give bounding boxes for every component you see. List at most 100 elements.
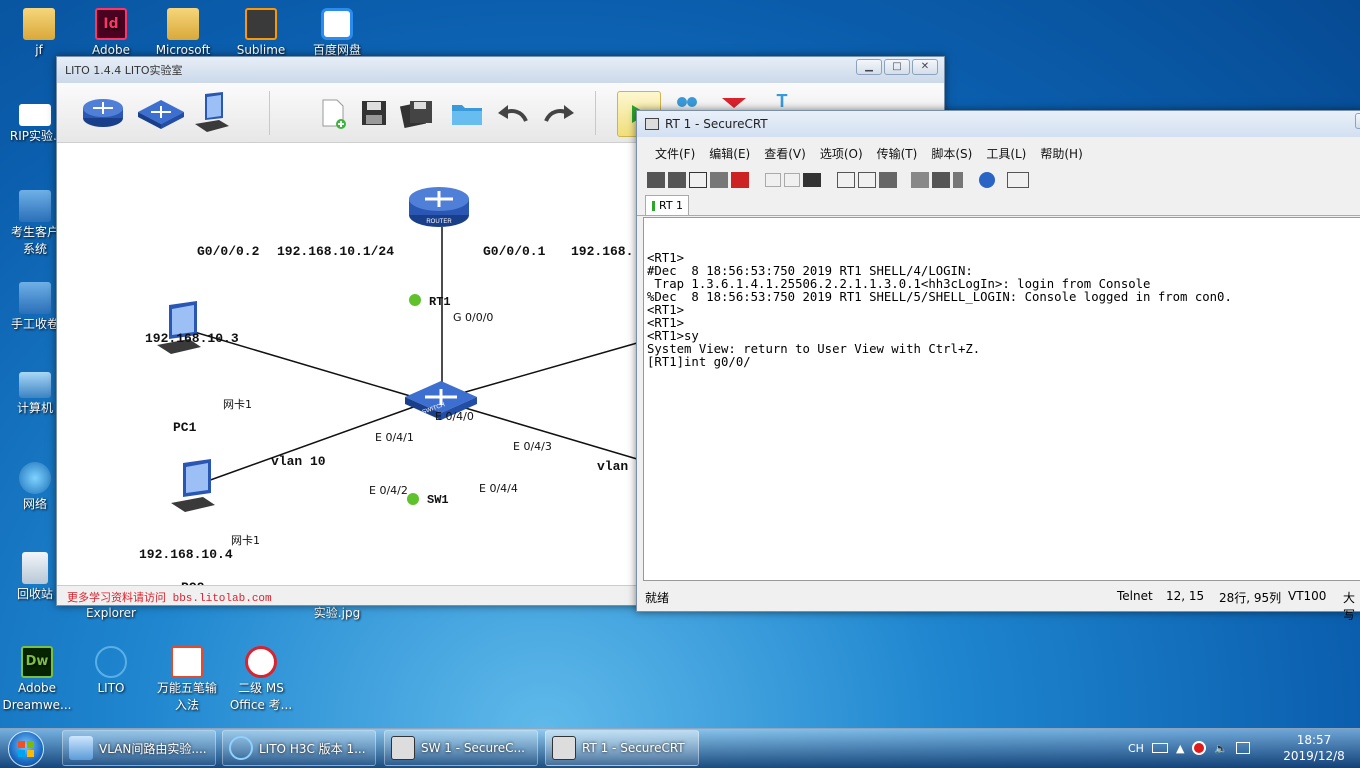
print-icon[interactable] — [858, 172, 876, 188]
print-setup-icon[interactable] — [837, 172, 855, 188]
connect-icon[interactable] — [647, 172, 665, 188]
maximize-button[interactable]: □ — [884, 59, 910, 75]
close-button[interactable]: ✕ — [912, 59, 938, 75]
terminal-output[interactable]: <RT1> #Dec 8 18:56:53:750 2019 RT1 SHELL… — [643, 217, 1360, 581]
add-pc-button[interactable] — [193, 89, 233, 135]
redo-button[interactable] — [539, 93, 579, 133]
taskbar-item-lito[interactable]: LITO H3C 版本 1... — [222, 730, 376, 766]
status-protocol: Telnet — [1117, 589, 1153, 603]
add-switch-button[interactable] — [135, 93, 187, 133]
desktop-icon-explorer[interactable]: Explorer — [86, 606, 136, 620]
router-icon — [83, 99, 123, 127]
crt-titlebar[interactable]: RT 1 - SecureCRT ▁ — [637, 111, 1360, 137]
heart-icon[interactable] — [717, 95, 751, 109]
help-icon[interactable] — [979, 172, 995, 188]
rt1-label: RT1 — [429, 295, 451, 309]
menu-view[interactable]: 查看(V) — [764, 147, 806, 161]
clock-date: 2019/12/8 — [1283, 749, 1345, 763]
desktop-icon-wubi[interactable]: 万能五笔输 入法 — [148, 646, 226, 714]
recycle-bin-icon — [22, 552, 48, 584]
menu-tools[interactable]: 工具(L) — [986, 147, 1027, 161]
tray-expand-icon[interactable]: ▲ — [1175, 741, 1185, 755]
wubi-icon — [171, 646, 203, 678]
lito-titlebar[interactable]: LITO 1.4.4 LITO实验室 ▁ □ ✕ — [57, 57, 944, 83]
network-tray-icon[interactable] — [1236, 742, 1251, 754]
status-ready: 就绪 — [645, 591, 670, 605]
menu-transfer[interactable]: 传输(T) — [876, 147, 918, 161]
desktop-icon-computer[interactable]: 计算机 — [0, 372, 74, 417]
save-button[interactable] — [355, 93, 393, 133]
find-icon[interactable] — [803, 173, 821, 187]
paste-icon[interactable] — [784, 173, 800, 187]
desktop-icon-network[interactable]: 网络 — [0, 462, 74, 513]
securecrt-icon — [391, 736, 415, 760]
taskbar-item-vlan[interactable]: VLAN间路由实验.... — [62, 730, 216, 766]
session-options-icon[interactable] — [911, 172, 929, 188]
desktop-icon-exam-client[interactable]: 考生客户 系统 — [0, 190, 74, 258]
text-tool-icon[interactable]: T — [776, 90, 788, 111]
desktop-icon-jf[interactable]: jf — [0, 8, 78, 59]
keyboard-icon[interactable] — [1151, 743, 1168, 753]
tool-devices-icon[interactable] — [673, 95, 701, 109]
crt-minimize-button[interactable]: ▁ — [1355, 113, 1360, 129]
sw1-status-indicator — [407, 493, 419, 505]
record-icon[interactable] — [1192, 741, 1207, 755]
pc1[interactable] — [155, 299, 205, 359]
open-folder-button[interactable] — [445, 93, 489, 133]
svg-text:ROUTER: ROUTER — [426, 219, 452, 225]
add-router-button[interactable] — [79, 93, 127, 133]
desktop-icon-sublime[interactable]: Sublime — [222, 8, 300, 59]
taskbar-item-rt1[interactable]: RT 1 - SecureCRT — [545, 730, 699, 766]
reconnect-icon[interactable] — [710, 172, 728, 188]
disconnect-icon[interactable] — [731, 172, 749, 188]
router-rt1[interactable]: ROUTER — [407, 183, 471, 229]
minimize-button[interactable]: ▁ — [856, 59, 882, 75]
quick-connect-icon[interactable] — [668, 172, 686, 188]
language-indicator[interactable]: CH — [1128, 741, 1144, 755]
copy-icon[interactable] — [765, 173, 781, 187]
rt1-left-interface: G0/0/0.2 — [197, 244, 260, 259]
dropdown-icon[interactable] — [1007, 172, 1029, 188]
clock[interactable]: 18:57 2019/12/8 — [1280, 732, 1348, 764]
switch-icon — [138, 100, 184, 129]
taskbar-item-sw1[interactable]: SW 1 - SecureC... — [384, 730, 538, 766]
global-options-icon[interactable] — [932, 172, 950, 188]
desktop-icon-ms-office-exam[interactable]: 二级 MS Office 考... — [222, 646, 300, 714]
port-e044: E 0/4/4 — [479, 482, 518, 495]
shortcut-icon — [19, 190, 51, 222]
desktop-icon-collect[interactable]: 手工收卷 — [0, 282, 74, 333]
printer-icon[interactable] — [879, 172, 897, 188]
menu-script[interactable]: 脚本(S) — [931, 147, 973, 161]
clock-time: 18:57 — [1296, 733, 1332, 747]
save-as-button[interactable] — [397, 93, 437, 133]
menu-help[interactable]: 帮助(H) — [1040, 147, 1083, 161]
pc-icon — [195, 92, 229, 132]
desktop-icon-microsoft[interactable]: Microsoft — [144, 8, 222, 59]
sublime-icon — [245, 8, 277, 40]
start-orb[interactable] — [8, 731, 44, 767]
desktop-icon-shiyan[interactable]: 实验.jpg — [313, 606, 361, 620]
desktop-icon-lito[interactable]: LITO — [72, 646, 150, 697]
menu-file[interactable]: 文件(F) — [655, 147, 696, 161]
desktop-icon-rip[interactable]: RIP实验.j — [0, 104, 74, 145]
vlan10-label: vlan 10 — [271, 454, 326, 469]
pc2[interactable] — [169, 457, 219, 517]
tab-icon[interactable] — [689, 172, 707, 188]
desktop-icon-recycle[interactable]: 回收站 — [0, 552, 74, 603]
new-file-button[interactable] — [313, 93, 351, 133]
undo-button[interactable] — [493, 93, 533, 133]
switch-sw1[interactable]: SWITCH — [403, 377, 479, 421]
volume-icon[interactable]: 🔈 — [1214, 741, 1229, 755]
pc1-nic-label: 网卡1 — [223, 398, 252, 411]
menu-edit[interactable]: 编辑(E) — [709, 147, 751, 161]
keymap-icon[interactable] — [953, 172, 963, 188]
desktop-icon-baidu[interactable]: 百度网盘 — [298, 8, 376, 59]
tab-status-dot — [652, 201, 655, 211]
rt1-right-interface: G0/0/0.1 — [483, 244, 546, 259]
save-as-icon — [400, 101, 432, 128]
crt-tab-rt1[interactable]: RT 1 — [645, 195, 689, 215]
footer-link[interactable]: 更多学习资料请访问 bbs.litolab.com — [67, 593, 272, 605]
menu-options[interactable]: 选项(O) — [819, 147, 863, 161]
